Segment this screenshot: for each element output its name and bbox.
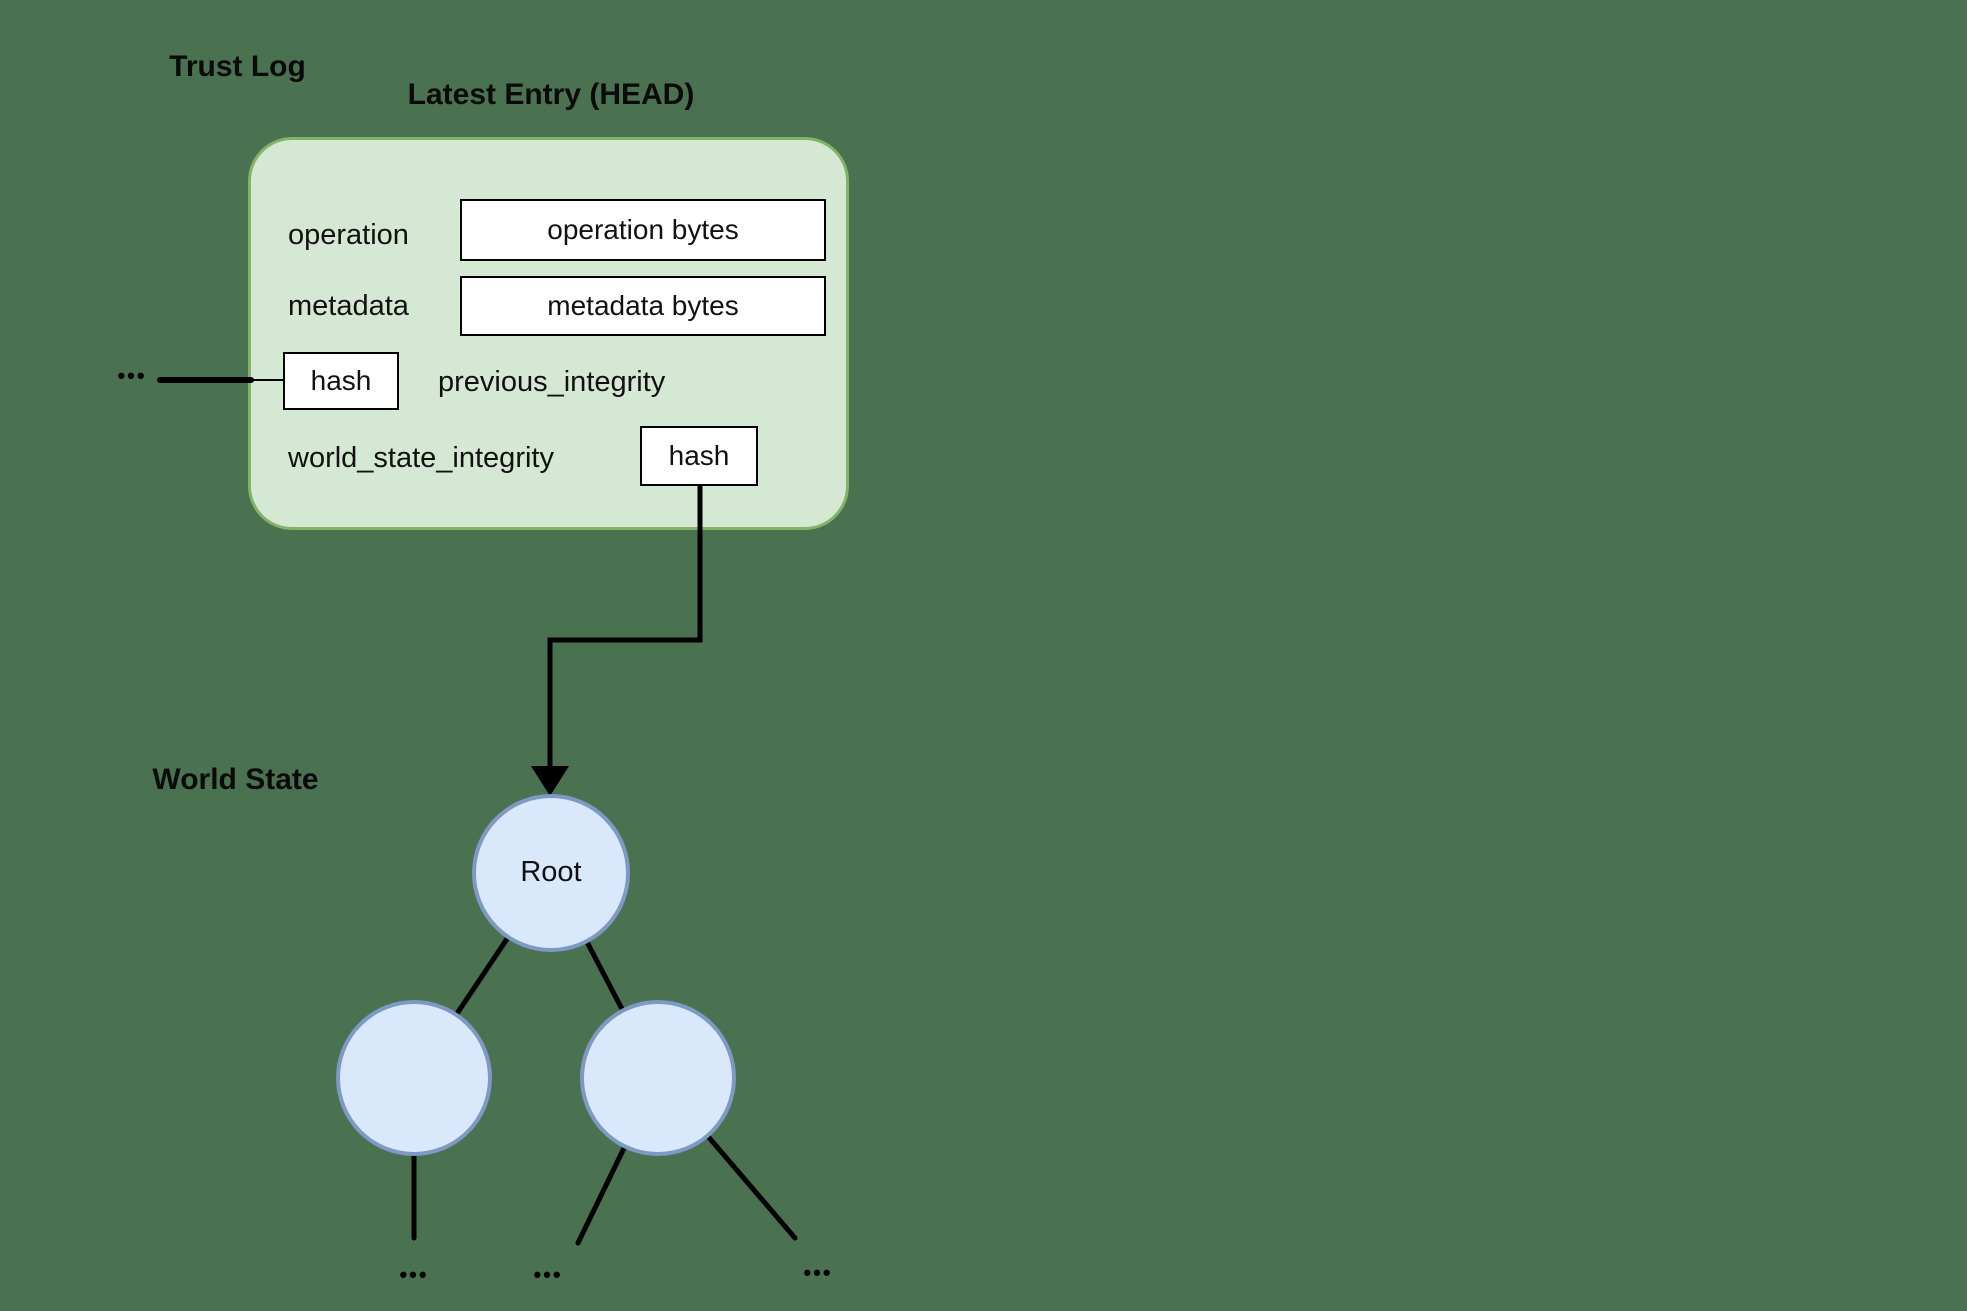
left-child-node-circle <box>336 1000 492 1156</box>
previous-integrity-field-label: previous_integrity <box>438 366 666 398</box>
arrowhead-down-icon <box>531 766 569 796</box>
edge-right-child-stub-left <box>575 1075 661 1246</box>
metadata-field-label: metadata <box>288 290 409 322</box>
operation-field-label: operation <box>288 219 409 251</box>
chain-continuation-ellipsis: ••• <box>117 363 147 388</box>
root-node-label: Root <box>520 856 582 888</box>
tree-nodes <box>336 794 736 1156</box>
world-state-integrity-field-label: world_state_integrity <box>288 442 554 474</box>
middle-subtree-ellipsis: ••• <box>533 1262 563 1287</box>
latest-entry-head-title: Latest Entry (HEAD) <box>407 78 695 111</box>
previous-integrity-hash-box: hash <box>283 352 399 410</box>
metadata-bytes-box: metadata bytes <box>460 276 826 336</box>
edge-right-child-stub-right <box>655 1075 798 1241</box>
left-subtree-ellipsis: ••• <box>399 1262 429 1287</box>
right-subtree-ellipsis: ••• <box>803 1260 833 1285</box>
edge-root-to-left-child <box>411 870 554 1081</box>
edge-root-to-right-child <box>548 870 661 1081</box>
operation-bytes-box: operation bytes <box>460 199 826 261</box>
trust-log-title: Trust Log <box>169 50 306 83</box>
right-child-node-circle <box>580 1000 736 1156</box>
world-state-title: World State <box>152 763 319 796</box>
world-state-integrity-hash-box: hash <box>640 426 758 486</box>
